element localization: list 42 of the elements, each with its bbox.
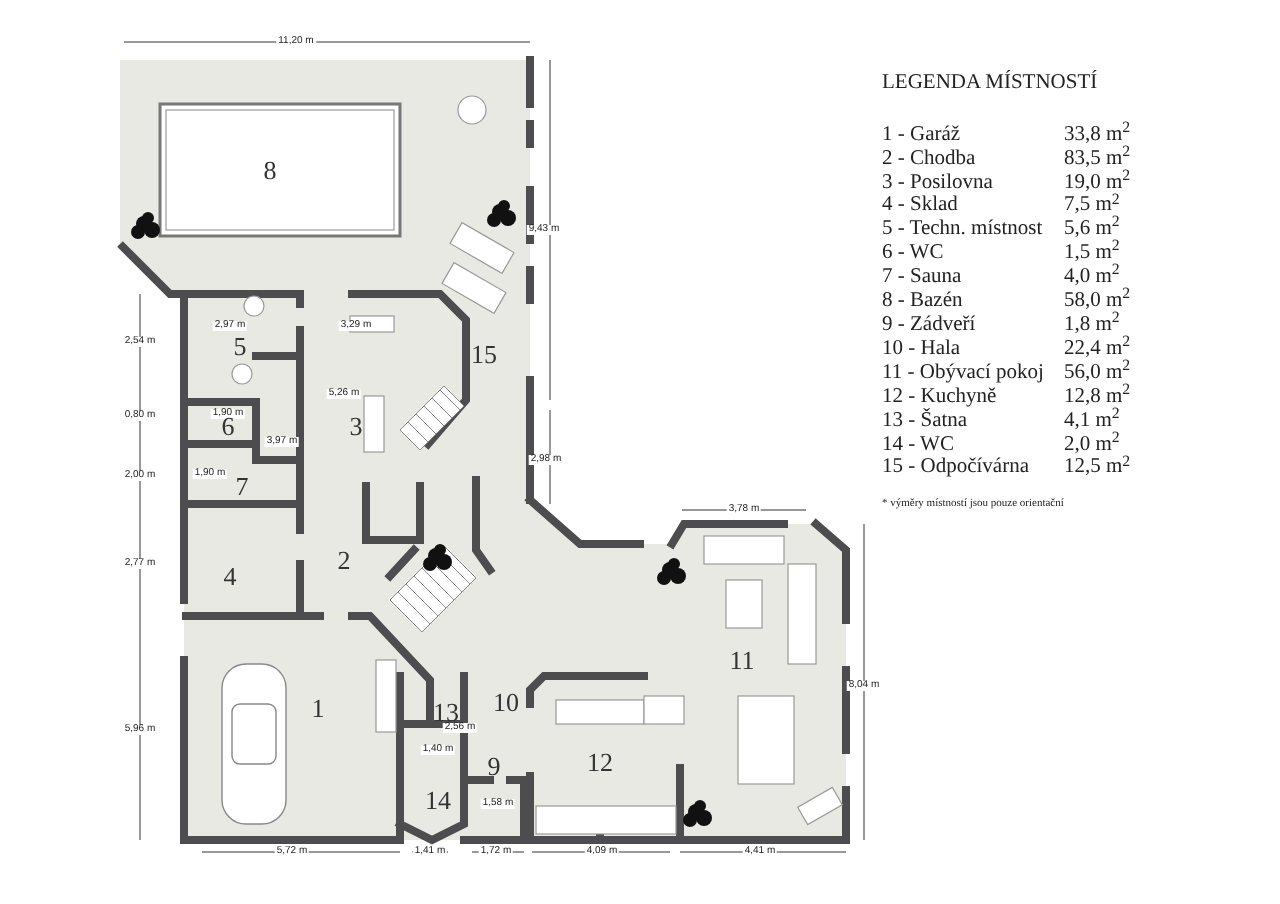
room-area: 58,0 m$^{2}$ <box>1064 290 1262 314</box>
room-number: 9 <box>487 753 501 779</box>
room-name: 11 - Obývací pokoj <box>882 361 1046 386</box>
room-number: 2 <box>337 547 351 573</box>
room-name: 1 - Garáž <box>882 123 963 148</box>
room-number: 4 <box>223 563 237 589</box>
room-name: 2 - Chodba <box>882 147 978 172</box>
room-name: 12 - Kuchyně <box>882 385 999 408</box>
room-name: 4 - Sklad <box>882 194 960 219</box>
room-number: 5 <box>233 333 247 359</box>
room-name: 7 - Sauna <box>882 266 964 291</box>
room-number: 14 <box>425 787 451 813</box>
room-number: 12 <box>587 749 613 775</box>
room-area: 12,8 m$^{2}$ <box>1064 385 1262 410</box>
room-number: 13 <box>433 699 459 725</box>
room-area: 1,8 m$^{2}$ <box>1064 314 1262 338</box>
room-name: 10 - Hala <box>882 337 963 362</box>
room-area: 33,8 m$^{2}$ <box>1064 123 1262 148</box>
room-name: 8 - Bazén <box>882 290 965 314</box>
room-number: 7 <box>235 473 249 499</box>
room-area: 2,0 m$^{2}$ <box>1064 433 1262 457</box>
room-name: 3 - Posilovna <box>882 171 995 195</box>
room-name: 6 - WC <box>882 242 946 267</box>
room-name: 9 - Zádveří <box>882 314 978 338</box>
room-number: 6 <box>221 413 235 439</box>
room-name: 5 - Techn. místnost <box>882 218 1045 243</box>
room-area: 56,0 m$^{2}$ <box>1064 361 1262 386</box>
room-number: 1 <box>311 695 325 721</box>
room-number: 3 <box>349 413 363 439</box>
room-name: 15 - Odpočívárna <box>882 456 1031 481</box>
room-area: 83,5 m$^{2}$ <box>1064 147 1262 172</box>
room-name: 14 - WC <box>882 433 956 457</box>
legend-title: LEGENDA MÍSTNOSTÍ <box>882 68 1100 98</box>
room-number: 10 <box>493 689 519 715</box>
room-area: 22,4 m$^{2}$ <box>1064 337 1262 362</box>
room-name: 13 - Šatna <box>882 409 970 434</box>
room-number: 11 <box>729 647 755 673</box>
room-area: 4,1 m$^{2}$ <box>1064 409 1262 434</box>
room-number: 15 <box>471 341 497 367</box>
room-area: 12,5 m$^{2}$ <box>1064 456 1262 481</box>
room-number: 8 <box>263 157 277 183</box>
room-area: 19,0 m$^{2}$ <box>1064 171 1262 195</box>
